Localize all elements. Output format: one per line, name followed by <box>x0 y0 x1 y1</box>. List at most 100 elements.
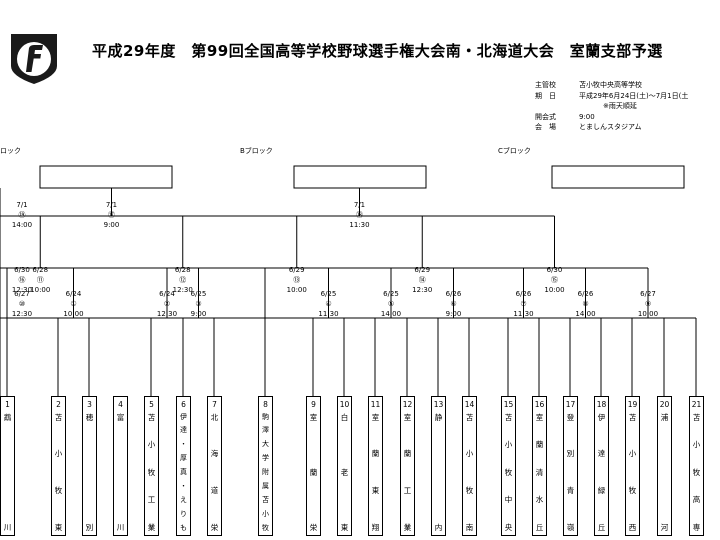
team-name-char: 室 <box>371 412 380 422</box>
team-card: 15 苫小牧中央 <box>501 396 516 536</box>
match-time: 11:30 <box>318 310 339 318</box>
team-name-char: 栄 <box>210 522 219 532</box>
team-name-char: 伊 <box>180 412 187 421</box>
match-time: 9:00 <box>445 310 462 318</box>
team-name-char: 苫 <box>147 412 156 422</box>
team-name-char: 富 <box>116 412 125 422</box>
block-label: Cブロック <box>498 147 531 155</box>
team-name: 登別青嶺 <box>564 412 577 532</box>
team-number: 6 <box>181 400 186 409</box>
team-name-char: 真 <box>180 468 187 476</box>
team-name-char: 登 <box>566 412 575 422</box>
team-name-char: え <box>180 495 187 504</box>
team-name-char: 厚 <box>180 454 187 463</box>
match-date: 6/25 <box>383 290 399 298</box>
match-no: ④ <box>325 300 332 308</box>
match-date: 6/28 <box>174 266 191 274</box>
block-label: ロック <box>0 147 21 155</box>
match-date: 7/1 <box>105 201 118 209</box>
team-number: 13 <box>433 400 444 409</box>
info-row: 期 日平成29年6月24日(土)～7月1日(土 <box>535 91 688 102</box>
team-name: 鵡川 <box>1 413 14 532</box>
team-name-char: 牧 <box>54 486 63 496</box>
match-no: ⑨ <box>644 300 652 308</box>
team-name-char: 属 <box>262 481 269 490</box>
info-row: 会 場とましんスタジアム <box>535 122 688 133</box>
team-name-char: 苫 <box>54 412 63 422</box>
team-number: 20 <box>659 400 670 409</box>
team-number: 15 <box>503 400 514 409</box>
team-name: 室蘭栄 <box>307 413 320 532</box>
match-no: ⑪ <box>36 276 44 284</box>
team-name-char: 小 <box>504 440 513 450</box>
team-number: 16 <box>534 400 545 409</box>
team-name-char: 海 <box>210 449 219 459</box>
match-time: 9:00 <box>190 310 207 318</box>
team-name: 苫小牧高専 <box>690 412 703 532</box>
team-name-char: 東 <box>371 486 380 496</box>
match-date: 6/28 <box>32 266 49 274</box>
match-time: 11:30 <box>349 221 370 229</box>
match-time: 11:30 <box>513 310 534 318</box>
team-name-char: 牧 <box>692 467 701 477</box>
team-name-char: 別 <box>566 449 575 459</box>
team-name: 北海道栄 <box>208 413 221 532</box>
team-name-char: 西 <box>628 522 637 532</box>
team-name: 駒澤大学附属苫小牧 <box>259 412 272 532</box>
team-name-char: 南 <box>465 522 474 532</box>
team-name-char: 高 <box>692 495 701 505</box>
match-no: ② <box>163 300 171 308</box>
team-card: 4 富川 <box>113 396 128 536</box>
info-panel: 主管校苫小牧中央高等学校期 日平成29年6月24日(土)～7月1日(土※雨天順延… <box>535 80 688 133</box>
info-label: 会 場 <box>535 123 556 131</box>
team-name: 苫小牧中央 <box>502 413 515 532</box>
team-name-char: 苫 <box>262 495 269 504</box>
team-name-char: 水 <box>535 495 544 505</box>
team-name-char: 東 <box>54 522 63 532</box>
match-time: 10:00 <box>63 310 84 318</box>
team-name-char: 蘭 <box>309 467 318 477</box>
team-name-char: 苫 <box>692 412 701 422</box>
team-name: 穂別 <box>83 413 96 532</box>
match-no: ⑦ <box>520 300 527 308</box>
team-name: 白老東 <box>338 412 351 532</box>
team-name: 室蘭清水丘 <box>533 413 546 532</box>
match-time: 10:00 <box>286 286 307 294</box>
match-date: 6/30 <box>546 266 563 274</box>
team-name-char: 牧 <box>147 467 156 477</box>
team-name-char: 駒 <box>262 412 269 421</box>
match-no: ⑧ <box>582 300 589 308</box>
team-number: 11 <box>370 400 381 409</box>
team-name-char: 丘 <box>535 523 544 532</box>
team-name: 室蘭工業 <box>401 413 414 532</box>
match-time: 14:00 <box>575 310 596 318</box>
match-date: 6/24 <box>159 290 175 298</box>
winner-box <box>293 165 427 189</box>
match-no: ⑩ <box>18 300 26 308</box>
match-time: 9:00 <box>103 221 120 229</box>
team-name-char: 白 <box>340 412 349 422</box>
team-name-char: 苫 <box>465 412 474 422</box>
match-date: 6/30 <box>14 266 30 274</box>
team-number: 4 <box>118 400 123 409</box>
team-name: 富川 <box>114 412 127 532</box>
team-number: 18 <box>596 400 607 409</box>
team-name-char: 小 <box>465 449 474 459</box>
team-name: 室蘭東翔 <box>369 412 382 532</box>
team-name: 伊達・厚真・えりも <box>177 412 190 532</box>
winner-box <box>39 165 173 189</box>
match-date: 6/26 <box>445 290 462 298</box>
team-name-char: 道 <box>210 486 219 496</box>
